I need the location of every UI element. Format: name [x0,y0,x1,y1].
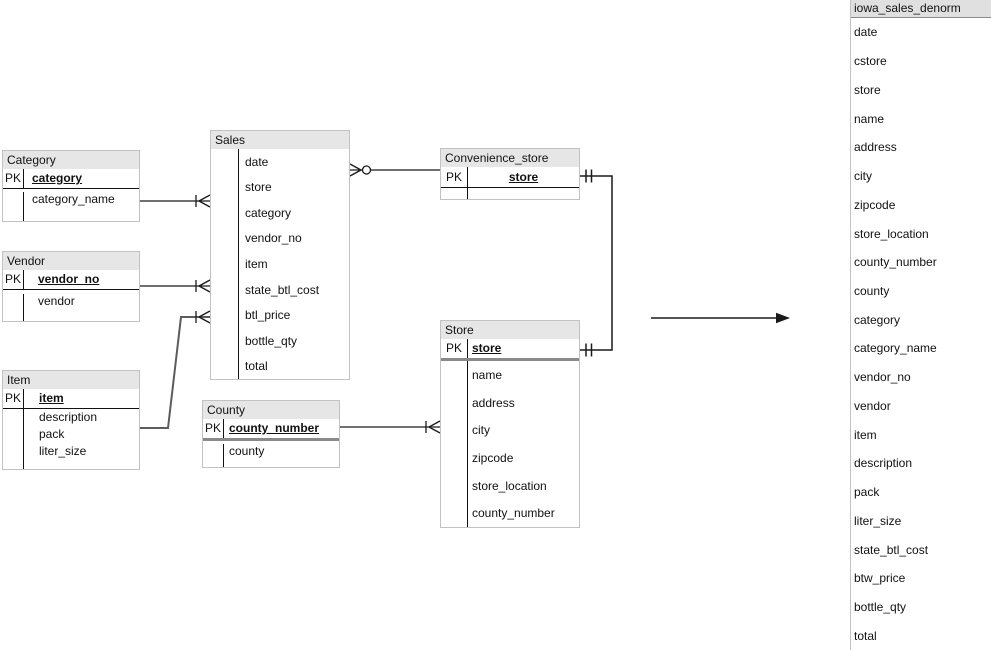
relation-category-sales [140,194,211,208]
entity-vendor: Vendor PK vendor_no vendor [2,251,140,322]
entity-convenience-store: Convenience_store PK store [440,148,580,200]
attribute: bottle_qty [854,600,907,615]
entity-category: Category PK category category_name [2,150,140,222]
attribute: county [229,444,265,458]
entity-sales: Sales date store category vendor_no item… [210,130,350,380]
attribute: store_location [854,226,929,241]
entity-store: Store PK store name address city zipcode… [440,320,580,528]
attribute: date [854,25,878,40]
crowsfoot-icon [349,163,362,177]
attribute: zipcode [854,197,896,212]
entity-title: iowa_sales_denorm [851,0,991,18]
attribute: category [854,312,901,327]
entity-title: Item [3,371,139,389]
pk-attribute: vendor_no [38,272,100,286]
pk-label: PK [441,339,468,358]
attribute: county_number [854,255,937,270]
attribute: state_btl_cost [245,282,320,297]
pk-attribute: county_number [229,421,320,435]
attribute: date [245,154,269,169]
attribute: category [245,205,292,220]
attribute: liter_size [39,444,87,458]
relation-convenience-store-store [580,169,613,357]
pk-label: PK [3,270,24,289]
attribute: vendor_no [854,370,911,385]
denorm-flow-arrow-icon [651,312,790,324]
attribute: store_location [472,478,547,493]
relation-vendor-sales [140,279,211,293]
attribute: pack [39,427,65,441]
attribute: address [854,140,897,155]
entity-county: County PK county_number county [202,400,340,468]
relation-item-sales [140,310,211,429]
attribute: store [854,82,881,97]
attribute: btw_price [854,571,906,586]
entity-title: Convenience_store [441,149,579,167]
pk-label: PK [3,169,24,188]
attribute: item [854,427,877,442]
attribute: vendor [38,294,75,308]
attribute: address [472,395,515,410]
pk-attribute: store [472,341,502,355]
crowsfoot-icon [428,420,441,434]
entity-title: Store [441,321,579,339]
attribute: name [854,111,885,126]
pk-attribute: category [32,171,83,185]
attribute: county [854,283,890,298]
attribute: name [472,367,503,382]
pk-label: PK [441,167,468,187]
attribute: liter_size [854,513,902,528]
attribute: bottle_qty [245,333,298,348]
one-one-ticks-icon [585,169,593,183]
attribute: description [854,456,913,471]
pk-attribute: store [508,170,539,184]
entity-title: Sales [211,131,349,149]
crowsfoot-icon [198,310,211,324]
attribute: category_name [854,341,937,356]
attribute: category_name [32,192,115,206]
entity-iowa-sales-denorm: iowa_sales_denorm date cstore store name… [850,0,991,650]
attribute: city [854,169,872,184]
pk-label: PK [203,419,224,438]
attribute: store [245,180,272,195]
pk-attribute: item [39,391,64,405]
relation-county-store [340,420,441,434]
crowsfoot-icon [198,279,211,293]
entity-title: Vendor [3,252,139,270]
attribute: description [39,410,98,424]
attribute: vendor_no [245,231,302,246]
one-one-ticks-icon [585,343,593,357]
attribute: btl_price [245,308,291,323]
attribute: county_number [472,506,555,521]
attribute: city [472,423,490,438]
zero-circle-icon [361,165,372,175]
attribute: vendor [854,398,891,413]
entity-item: Item PK item description pack liter_size [2,370,140,470]
attribute: pack [854,485,880,500]
crowsfoot-icon [198,194,211,208]
attribute: cstore [854,54,887,69]
attribute: total [854,628,877,643]
entity-title: County [203,401,339,419]
attribute: item [245,257,268,272]
pk-label: PK [3,389,24,408]
attribute: zipcode [472,450,514,465]
attribute: total [245,359,268,374]
relation-sales-convenience-store [349,163,440,177]
attribute: state_btl_cost [854,542,929,557]
entity-title: Category [3,151,139,169]
